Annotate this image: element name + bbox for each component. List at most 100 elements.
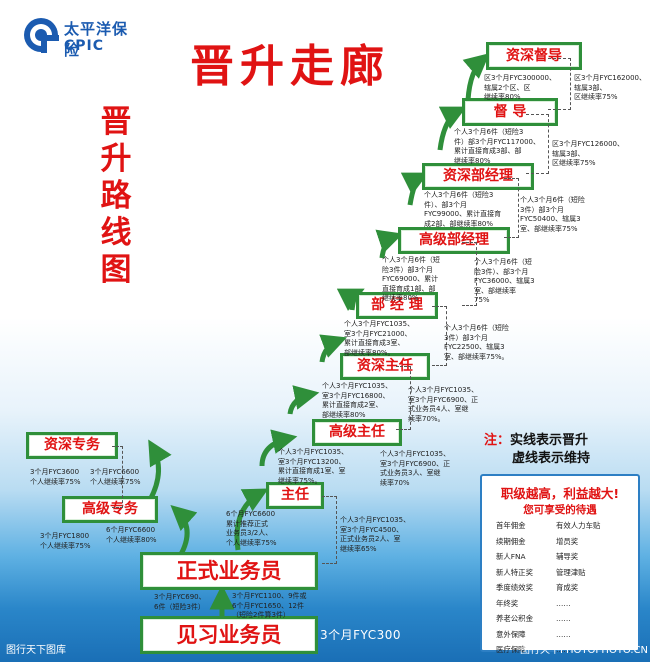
benefit-row: 意外保障 …… [496,627,600,643]
req-text-jianxi: 3个月FYC300 [320,628,401,642]
req-text: 个人3个月6件（短险3 件）部3个月FYC117000、 累计直接育成3部、部 … [454,128,540,165]
benefit-item: 养老公积金 [496,614,533,623]
benefit-item: 育成奖 [556,583,579,592]
req-text: 3个月FYC1800 个人继续率75% [40,532,91,550]
level-dudao: 督 导 [462,98,558,126]
vertical-title: 晋 升 路 线 图 [96,104,136,289]
benefit-row: 续期佣金 增员奖 [496,534,600,550]
benefit-item: 有效人力车贴 [556,521,601,530]
benefit-item: 增员奖 [556,536,579,546]
arrow-to-gaoji-zhuren [287,385,320,415]
req-text: 3个月FYC1100、9件或 6个月FYC1650、12件 （短险2件算3件） [232,592,307,619]
req-text: 区3个月FYC126000、 辖属3部、 区继续率75% [552,140,624,167]
req-text: 6个月FYC6600 个人继续率80% [106,526,157,544]
benefits-subtitle: 您可享受的待遇 [523,504,597,516]
benefit-item: 年终奖 [496,598,519,608]
benefit-item: 医疗保障 [496,645,526,654]
req-text: 区3个月FYC162000、 辖属3部、 区继续率75% [574,74,646,101]
req-text: 个人3个月FYC1035、 室3个月FYC6900、正 式业务员3人、室继 续率… [380,450,451,487]
benefit-item: 新人特正奖 [496,567,533,577]
benefit-item: 季度绩效奖 [496,583,533,592]
maintain-bracket [112,446,123,508]
benefit-row: 年终奖…… [496,596,600,612]
level-zishen-dudao: 资深督导 [486,42,582,70]
arrow-to-gaoji-bujingli [375,229,404,259]
req-text: 3个月FYC690、 6件（短险3件） [154,593,206,611]
maintain-bracket [432,306,447,366]
req-text: 个人3个月FYC1035、 室3个月FYC4500、 正式业务员2人、室 继续率… [340,516,411,553]
watermark-left: 图行天下图库 [6,645,66,656]
level-zishen-bujingli: 资深部经理 [422,163,534,190]
level-gaoji-zhuren: 高级主任 [312,419,402,446]
maintain-bracket [504,178,519,238]
logo-text-en: CPIC [64,38,105,54]
req-text: 个人3个月6件（短 险3件）、部3个月 FYC36000、辖属3 室、部继续率 … [474,258,535,304]
benefit-item: …… [556,645,571,654]
vertical-title-char: 图 [100,252,132,288]
maintain-bracket [396,366,411,430]
arrow-to-zishen-zhuren [319,334,348,363]
benefit-row: 养老公积金 …… [496,611,600,627]
maintain-bracket [322,496,337,564]
maintain-bracket [548,58,571,110]
req-text: 个人3个月FYC1035、 室3个月FYC21000、 累计直接育成3室、 部继… [344,320,415,357]
req-text: 3个月FYC3600 个人继续率75% [30,468,81,486]
benefits-panel: 职级越高，利益越大! 您可享受的待遇 首年佣金 有效人力车贴 续期佣金 增员奖 新人… [480,474,640,654]
arrow-to-gaoji-zhuanwu [170,504,198,558]
arrow-to-zishen-dudao [462,53,490,101]
arrow-zhengshi-to-zhuren [234,488,269,551]
arrow-to-zhuren [259,429,298,467]
benefit-item: 续期佣金 [496,536,526,546]
req-text: 个人3个月6件（短险 3件）部3个月 FYC50400、辖属3 室、部继续率75… [520,196,585,233]
benefit-row: 新人FNA 辅导奖 [496,549,600,565]
benefit-row: 医疗保障 …… [496,642,600,658]
req-text: 个人3个月6件（短险3 件）、部3个月 FYC99000、累计直接育 成2部、部… [424,191,502,228]
level-gaoji-zhuanwu: 高级专务 [62,496,158,523]
benefit-item: 辅导奖 [556,552,579,561]
note-line2: 虚线表示维持 [512,451,591,466]
req-text: 个人3个月FYC1035、 室3个月FYC13200、 累计直接育成1室、室 继… [278,448,349,485]
req-text: 个人3个月6件（短 险3件）部3个月 FYC69000、累计 直接育成1部、部 … [382,256,440,302]
level-bujingli: 部 经 理 [356,292,438,319]
vertical-title-char: 路 [100,178,132,214]
cpic-logo-icon [24,18,60,54]
logo-text-cn: 太平洋保险 [64,20,129,59]
note-line1: 实线表示晋升 [510,433,589,448]
req-text: 个人3个月FYC1035、 室3个月FYC6900、正 式业务员4人、室继 续率… [408,386,479,423]
level-zishen-zhuren: 资深主任 [340,353,430,380]
req-text: 个人3个月6件（短险 3件）部3个月 FYC22500、辖属3 室、部继续率75… [444,324,509,361]
page-title: 晋升走廊 [190,41,390,92]
req-text: 3个月FYC6600 个人继续率75% [90,468,141,486]
arrow-to-zishen-zhuanwu [147,439,172,502]
maintain-bracket [526,114,549,174]
vertical-title-char: 线 [100,215,132,251]
req-text: 6个月FYC6600 累计推荐正式 业务员3/2人、 个人继续率75% [226,510,277,547]
cpic-logo: 太平洋保险 CPIC [22,14,142,62]
benefit-item: 管理津贴 [556,567,586,577]
benefit-item: 意外保障 [496,629,526,639]
benefit-item: 首年佣金 [496,521,526,530]
arrow-to-dudao [437,106,467,151]
level-zhengshi-yewuyuan: 正式业务员 [140,552,318,590]
benefit-row: 季度绩效奖 育成奖 [496,580,600,596]
req-text: 个人3个月FYC1035、 室3个月FYC16800、 累计直接育成2室、 部继… [322,382,393,419]
benefits-title: 职级越高，利益越大! [500,486,620,501]
benefit-item: …… [556,629,571,639]
vertical-title-char: 晋 [100,104,132,140]
benefit-item: 新人FNA [496,552,526,561]
level-jianxi-yewuyuan: 见习业务员 [140,616,318,654]
note-label: 注： [484,433,511,448]
watermark-right: 图行天下PHOTOPHOTO.CN [520,645,649,656]
level-zhuren: 主任 [266,482,324,509]
legend-note: 注：实线表示晋升 虚线表示维持 [484,432,590,468]
req-text: 区3个月FYC300000、 辖属2个区、区 继续率80% [484,74,556,101]
benefit-row: 首年佣金 有效人力车贴 [496,518,600,534]
benefit-row: 新人特正奖 管理津贴 [496,565,600,581]
benefit-item: …… [556,614,571,623]
benefits-list: 首年佣金 有效人力车贴 续期佣金 增员奖 新人FNA 辅导奖 新人特正奖 管理津贴 季度… [496,518,600,658]
arrow-to-zishen-bujingli [400,172,429,206]
maintain-bracket [462,242,477,306]
vertical-title-char: 升 [100,141,132,177]
level-gaoji-bujingli: 高级部经理 [398,227,510,254]
